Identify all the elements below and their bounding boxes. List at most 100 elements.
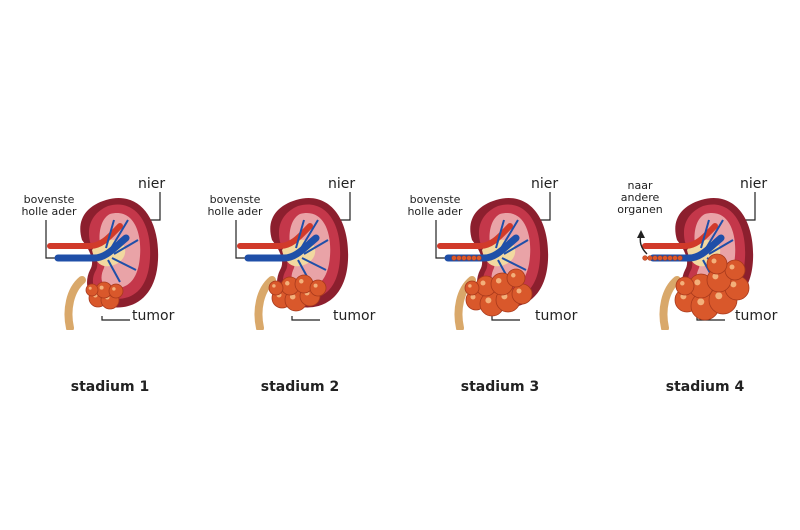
tumor-highlight-4 [516, 288, 522, 294]
tumor-nodule-8 [706, 253, 728, 275]
vein-branch-5 [700, 219, 710, 249]
vein-branch-2 [503, 239, 529, 255]
tumor-label-4: tumor [735, 308, 778, 324]
tumor-nodule-7 [724, 259, 746, 281]
kidney-leader-line [150, 192, 161, 221]
kidney-leader-line [340, 192, 351, 221]
spread-cell [466, 255, 472, 261]
spread-cell [461, 255, 467, 261]
spread-arrow-head [637, 230, 645, 238]
tumor-highlight-5 [694, 279, 701, 286]
vein-branch-3 [301, 257, 327, 271]
tumor-nodule-8 [464, 280, 480, 296]
kidney-label-1: nier [138, 176, 166, 192]
tumor [464, 268, 533, 317]
spread-cell [677, 255, 683, 261]
tumor-highlight-4 [730, 281, 737, 288]
tumor-highlight-7 [729, 264, 735, 270]
tumor-label-1: tumor [132, 308, 175, 324]
spread-cell [471, 255, 477, 261]
tumor-label-3: tumor [535, 308, 578, 324]
tumor-nodule-5 [85, 283, 99, 297]
vein-branch-2 [113, 239, 139, 255]
tumor-highlight-7 [272, 284, 276, 288]
renal-artery [47, 223, 123, 249]
ureter [659, 276, 681, 330]
tumor-nodule-6 [309, 279, 327, 297]
tumor-nodule-7 [268, 280, 284, 296]
vein-branch-5 [295, 219, 305, 249]
vein-branch-3 [111, 257, 137, 271]
tumor-leader-line [491, 316, 520, 321]
vein-branch-3 [501, 257, 527, 271]
tumor-leader-line [291, 316, 320, 321]
tumor-leader-line [101, 316, 130, 321]
renal-artery [642, 223, 718, 249]
spread-cell [667, 255, 673, 261]
vein-branch-5 [495, 219, 505, 249]
tumor-highlight-5 [299, 279, 304, 284]
vein-branches [105, 219, 139, 283]
renal-artery [237, 223, 313, 249]
kidney-label-4: nier [740, 176, 768, 192]
tumor-highlight-3 [715, 292, 723, 300]
kidney-illustration-4 [637, 192, 756, 330]
spread-cell [456, 255, 462, 261]
vein-branch-2 [708, 239, 734, 255]
stage-title-2: stadium 2 [260, 379, 340, 395]
vein-branch-5 [105, 219, 115, 249]
kidney-label-2: nier [328, 176, 356, 192]
tumor-label-2: tumor [333, 308, 376, 324]
spread-cell [662, 255, 668, 261]
tumor-highlight-2 [289, 293, 296, 300]
tumor-nodule-9 [675, 276, 695, 296]
tumor-highlight-8 [711, 258, 717, 264]
tumor-highlight-6 [712, 273, 719, 280]
tumor-highlight-2 [485, 297, 492, 304]
kidney-illustration-2 [235, 192, 351, 330]
vein-branch-1 [109, 219, 129, 251]
renal-vein [54, 234, 130, 262]
vein-branches [495, 219, 529, 283]
spread-cell [657, 255, 663, 261]
spread-cell [642, 255, 648, 261]
tumor-nodule-4 [108, 283, 124, 299]
tumor [85, 281, 124, 310]
vein-branch-1 [704, 219, 724, 251]
ureter [64, 276, 86, 330]
vein-branch-1 [499, 219, 519, 251]
tumor-highlight-9 [680, 281, 685, 286]
vein-branch-2 [303, 239, 329, 255]
spread-cell [476, 255, 482, 261]
vein-branch-1 [299, 219, 319, 251]
renal-vein [444, 234, 520, 262]
stage-title-1: stadium 1 [70, 379, 150, 395]
tumor-highlight-5 [480, 280, 486, 286]
tumor-highlight-6 [495, 277, 502, 284]
stage-title-4: stadium 4 [665, 379, 745, 395]
spread-cell [451, 255, 457, 261]
spread-cell [672, 255, 678, 261]
renal-artery [437, 223, 513, 249]
kidney-label-3: nier [531, 176, 559, 192]
tumor-highlight-4 [285, 281, 290, 286]
tumor-highlight-3 [99, 285, 104, 290]
tumor-highlight-2 [697, 298, 705, 306]
spread-cell [647, 255, 653, 261]
kidney-illustration-3 [435, 192, 551, 330]
tumor-highlight-7 [511, 273, 516, 278]
tumor-highlight-8 [468, 284, 472, 288]
kidney-leader-line [540, 192, 551, 221]
kidney-illustration-1 [45, 192, 161, 330]
vein-branch-4 [107, 259, 121, 283]
spread-cells [642, 255, 683, 261]
stage-title-3: stadium 3 [460, 379, 540, 395]
